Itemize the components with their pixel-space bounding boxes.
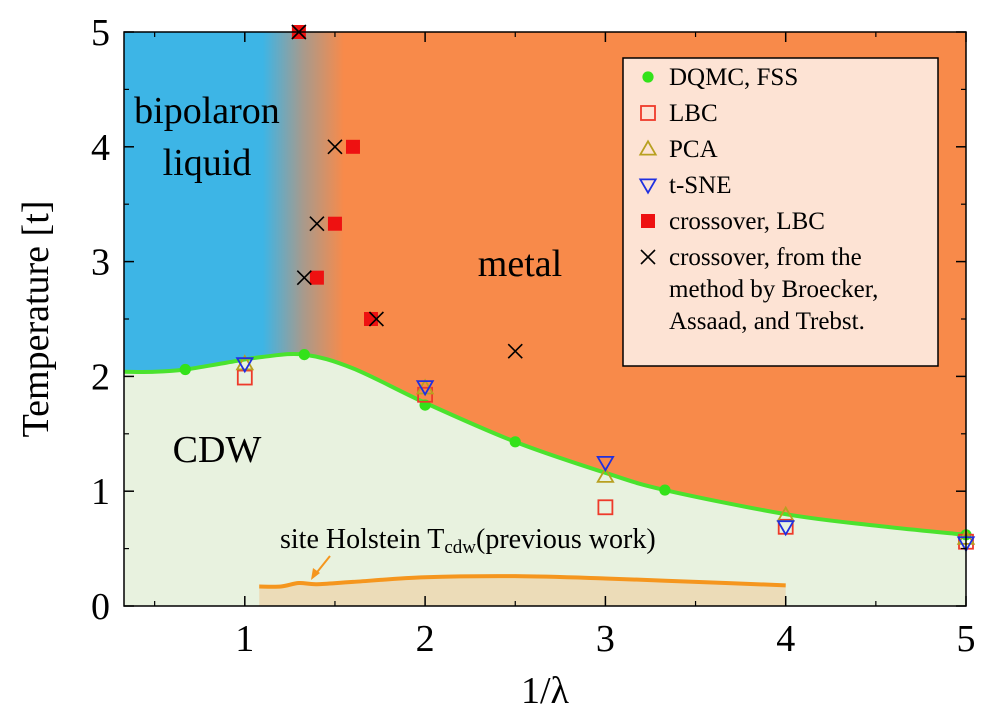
crossover_lbc-point (327, 216, 342, 231)
x-tick-label: 2 (416, 618, 435, 660)
cdw-region-fill (124, 353, 966, 606)
legend-label: LBC (669, 100, 718, 127)
legend-label: t-SNE (669, 172, 732, 199)
legend-entry-crossover_lbc: crossover, LBC (641, 208, 825, 235)
crossover_bat-point (296, 270, 312, 286)
x-tick-label: 3 (596, 618, 615, 660)
x-tick-label: 5 (957, 618, 976, 660)
legend-marker-crossover_bat (640, 249, 656, 265)
legend-label: method by Broecker, (669, 276, 878, 303)
legend-entry-crossover_bat: crossover, from the method by Broecker, As… (640, 244, 878, 335)
x-tick-label: 1 (235, 618, 254, 660)
legend-marker-tsne (638, 178, 658, 195)
annotation-arrow-head (311, 568, 320, 580)
lbc-point (417, 386, 434, 403)
y-tick-label: 3 (91, 242, 110, 284)
region-label-liquid: liquid (163, 142, 252, 184)
annotation-main: site Holstein T (280, 524, 444, 555)
series-tsne (235, 357, 976, 553)
pca-point (596, 466, 615, 483)
crossover_bat-point (507, 343, 523, 359)
holstein-annotation: site Holstein Tcdw(previous work) (280, 524, 656, 558)
holstein-fill (259, 576, 786, 606)
x-tick-label: 4 (776, 618, 795, 660)
legend-entry-pca: PCA (638, 136, 718, 163)
region-label-bipolaron: bipolaron (134, 90, 280, 132)
legend: DQMC, FSS LBC PCA t-SNE crossover, LBC crosso… (622, 57, 939, 367)
region-label-metal: metal (478, 243, 562, 285)
legend-entry-lbc: LBC (640, 100, 718, 127)
tick-labels: 1 2 3 4 5 0 1 2 3 4 5 (91, 12, 976, 660)
x-axis-title: 1/λ (521, 670, 570, 712)
legend-label: crossover, LBC (669, 208, 825, 235)
crossover_bat-point (327, 139, 343, 155)
markers-layer (179, 24, 976, 553)
y-tick-label: 2 (91, 356, 110, 398)
annotation-arrow (311, 555, 331, 580)
y-tick-label: 0 (91, 586, 110, 628)
tsne-point (596, 455, 615, 472)
legend-marker-pca (638, 139, 658, 156)
holstein-layer (259, 574, 786, 606)
crossover_lbc-point (309, 270, 324, 285)
y-tick-label: 5 (91, 12, 110, 54)
legend-marker-lbc (640, 105, 656, 121)
lbc-point (597, 499, 614, 516)
dqmc-point (509, 436, 521, 448)
annotation-suffix: (previous work) (476, 524, 656, 555)
region-label-cdw: CDW (173, 429, 262, 471)
y-axis-title: Temperature [t] (15, 201, 57, 438)
dqmc-point (659, 484, 671, 496)
annotation-subscript: cdw (444, 537, 476, 558)
legend-marker-crossover_lbc (641, 214, 655, 228)
crossover_lbc-point (364, 312, 379, 326)
y-tick-label: 1 (91, 471, 110, 513)
tsne-point (415, 380, 435, 397)
y-tick-label: 4 (91, 127, 110, 169)
legend-marker-dqmc (642, 71, 654, 83)
series-crossover_bat (291, 24, 523, 359)
legend-entry-tsne: t-SNE (638, 172, 732, 199)
legend-label: DQMC, FSS (669, 64, 798, 91)
legend-label: Assaad, and Trebst. (669, 308, 865, 335)
legend-label: crossover, from the (669, 244, 862, 271)
dqmc-point (179, 363, 191, 376)
crossover_bat-point (368, 311, 384, 327)
legend-box (622, 57, 939, 367)
legend-label: PCA (669, 136, 718, 163)
tsne-point (235, 357, 255, 374)
legend-entry-dqmc: DQMC, FSS (642, 64, 798, 91)
crossover_lbc-point (345, 139, 360, 154)
dqmc-point (298, 348, 310, 361)
tsne-point (776, 520, 795, 537)
crossover_bat-point (309, 216, 325, 232)
holstein-curve (259, 574, 786, 589)
pca-point (235, 354, 255, 371)
